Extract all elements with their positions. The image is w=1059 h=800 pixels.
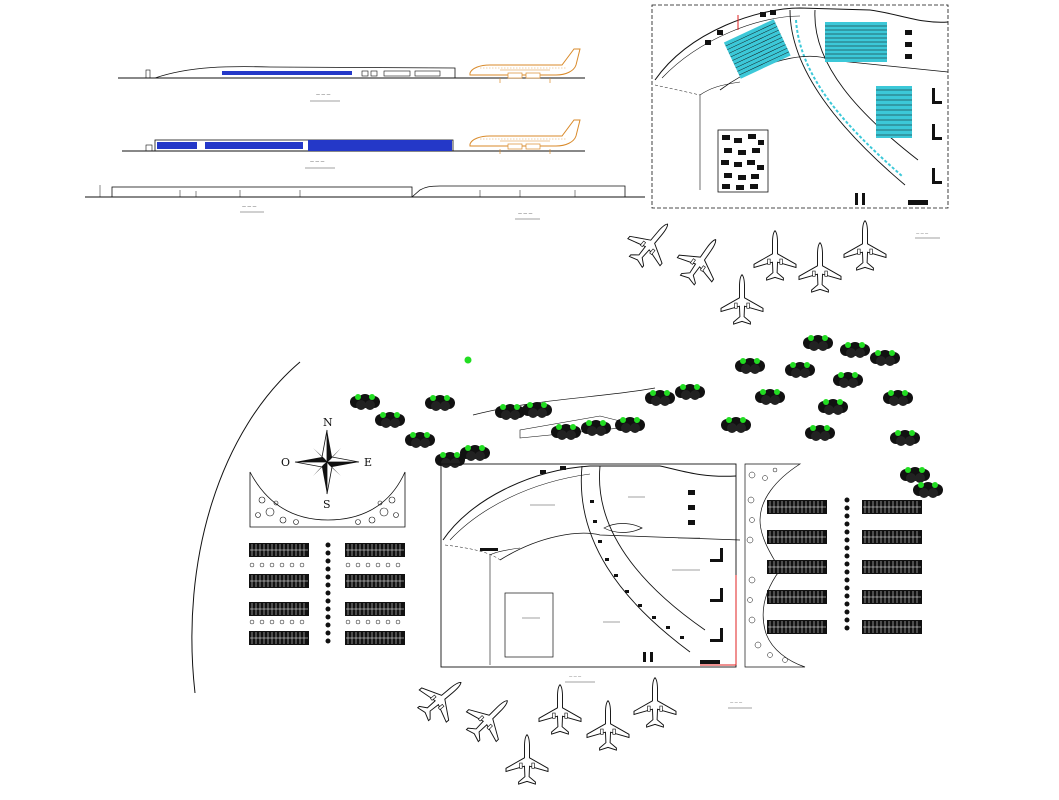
elevation-1-label: — — —	[316, 92, 331, 97]
terminal-plan-detail: — — —	[651, 4, 949, 239]
site-boundary-arc	[191, 361, 301, 694]
apron-label: — — —	[730, 700, 743, 704]
site-plan-label: — — —	[569, 674, 582, 678]
compass-south: S	[323, 498, 331, 511]
section-1-label: — — —	[242, 204, 257, 209]
compass-west: O	[281, 456, 290, 469]
landscape-tree-clusters	[350, 335, 943, 498]
aircraft-group-bottom: — — —	[409, 665, 752, 785]
parking-area-right	[766, 497, 923, 635]
landscaped-plaza-left	[249, 471, 406, 528]
parking-area-left	[248, 542, 406, 646]
elevation-2-label: — — —	[310, 159, 325, 164]
section-2-label: — — —	[518, 211, 533, 216]
waiting-seating-area	[723, 19, 912, 138]
compass-north: N	[323, 416, 333, 429]
terminal-section-long: — — — — — —	[85, 185, 645, 220]
terminal-elevation-2: — — —	[122, 119, 585, 169]
terminal-site-plan: — — —	[440, 463, 741, 683]
terminal-elevation-1: — — —	[118, 48, 585, 102]
compass-east: E	[364, 456, 372, 469]
aircraft-group-top	[619, 210, 887, 325]
plan-detail-label: — — —	[916, 231, 929, 235]
north-arrow-icon: N S E O	[281, 416, 372, 511]
